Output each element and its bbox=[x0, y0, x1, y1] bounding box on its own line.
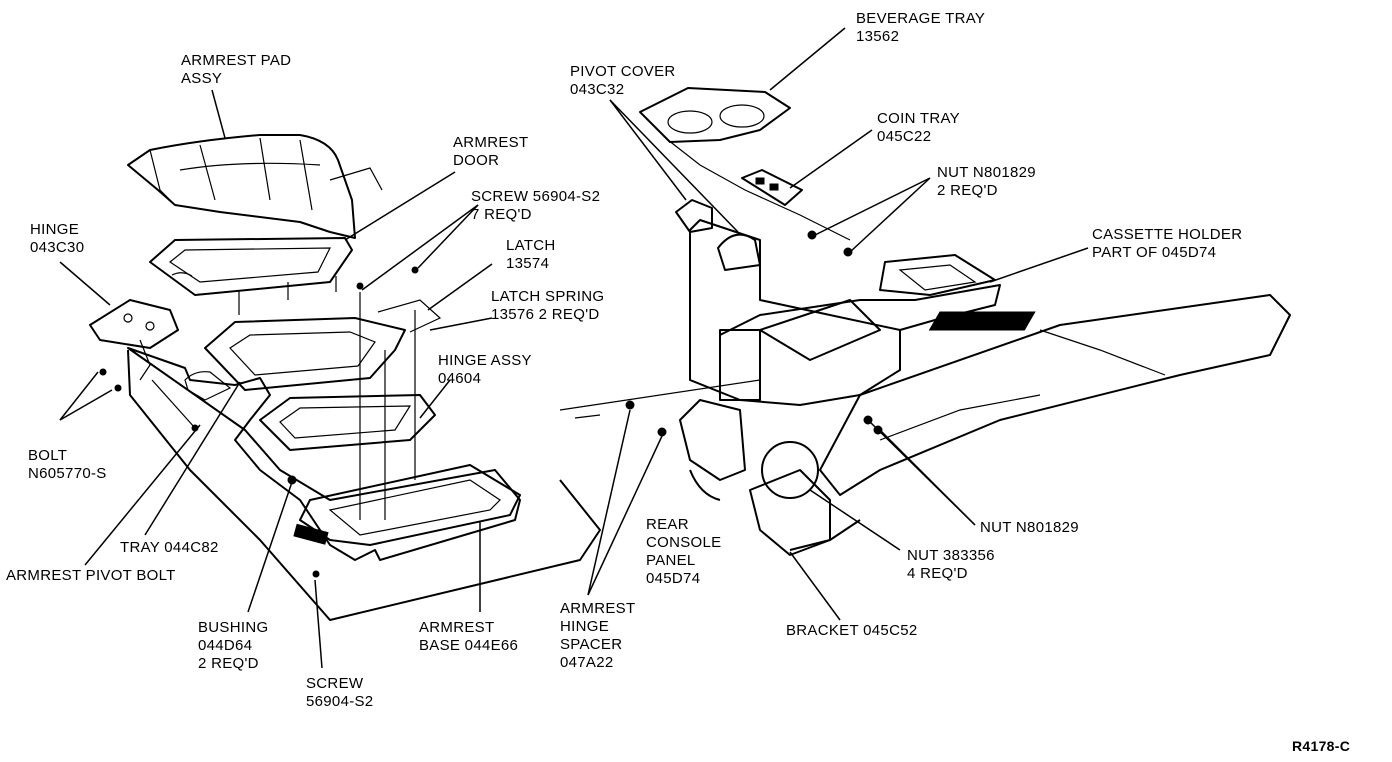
tray-shape bbox=[204, 299, 442, 391]
rear-console-panel-shape bbox=[679, 399, 746, 501]
label-tray: TRAY 044C82 bbox=[120, 539, 219, 556]
bracket-shape bbox=[749, 441, 861, 556]
hinge-assy-shape bbox=[259, 394, 436, 451]
console-body-shape bbox=[689, 219, 1001, 406]
fasteners-right bbox=[559, 230, 883, 437]
armrest-door-shape bbox=[149, 237, 353, 296]
figure-id: R4178-C bbox=[1292, 738, 1351, 754]
fasteners-left bbox=[99, 266, 419, 578]
front-console-shape bbox=[819, 294, 1291, 496]
armrest-pad-shape bbox=[127, 134, 383, 239]
label-nut-right: NUT N801829 bbox=[980, 519, 1079, 536]
beverage-tray-shape bbox=[639, 87, 851, 241]
label-bracket: BRACKET 045C52 bbox=[786, 622, 918, 639]
label-armrest-pivot-bolt: ARMREST PIVOT BOLT bbox=[6, 567, 176, 584]
hinge-shape bbox=[89, 299, 179, 381]
armrest-base-shape bbox=[127, 347, 601, 621]
leader-lines bbox=[59, 27, 1089, 669]
coin-tray-shape bbox=[741, 169, 803, 206]
